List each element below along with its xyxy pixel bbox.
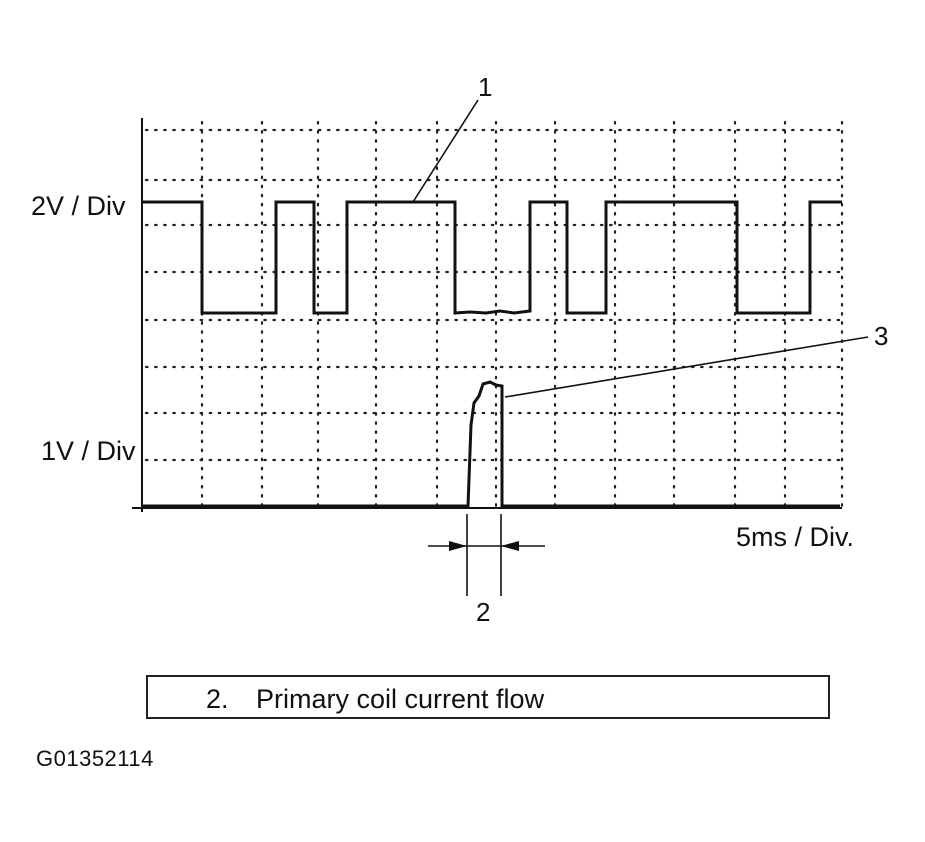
scope-grid xyxy=(144,120,844,508)
dimension-arrow-left xyxy=(449,541,467,551)
lower-waveform-trace xyxy=(142,380,840,508)
callout-1-leader xyxy=(412,99,479,203)
pulse-width-dimension xyxy=(428,514,545,596)
time-scale-label: 5ms / Div. xyxy=(736,522,854,552)
lower-scale-label: 1V / Div xyxy=(41,436,136,466)
callout-1-number: 1 xyxy=(478,72,492,102)
upper-scale-label: 2V / Div xyxy=(31,191,126,221)
legend-box: 2. Primary coil current flow xyxy=(146,675,830,719)
upper-waveform-trace xyxy=(142,200,842,315)
figure-code: G01352114 xyxy=(36,746,154,771)
dimension-arrow-right xyxy=(501,541,519,551)
callout-3-leader xyxy=(504,336,869,398)
callout-3-number: 3 xyxy=(874,321,888,351)
callout-2-number: 2 xyxy=(476,597,490,627)
legend-item-text: Primary coil current flow xyxy=(256,684,545,714)
legend-item-number: 2. xyxy=(206,684,229,714)
